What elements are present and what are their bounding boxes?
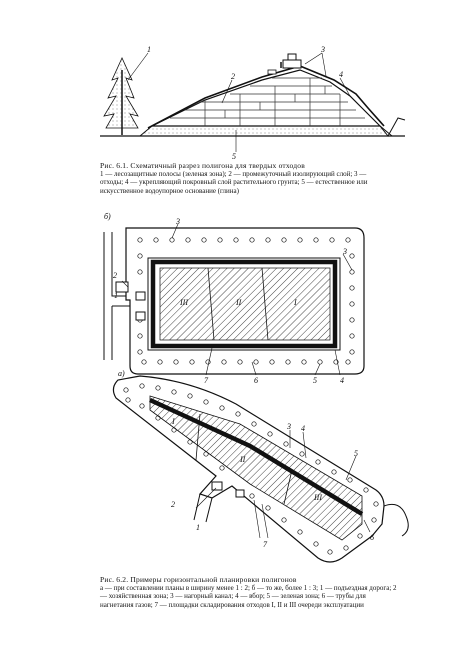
section-a-II: II bbox=[235, 298, 242, 307]
callout-1: 1 bbox=[147, 45, 151, 54]
callout-b-4: 4 bbox=[301, 424, 305, 433]
callout-b-6: 6 bbox=[370, 533, 374, 542]
figure1-caption-title: Рис. 6.1. Схематичный разрез полигона дл… bbox=[100, 161, 305, 170]
figure2-caption-title: Рис. 6.2. Примеры горизонтальной планиро… bbox=[100, 575, 297, 584]
gas-pipe-markers-b bbox=[123, 383, 379, 555]
callout-a-2: 2 bbox=[113, 271, 117, 280]
callout-a-3b: 3 bbox=[342, 247, 347, 256]
figure1-caption-text: 1 — лесозащитные полосы (зеленая зона); … bbox=[100, 170, 368, 195]
callout-b-2: 2 bbox=[171, 500, 175, 509]
section-a-III: III bbox=[179, 298, 188, 307]
panel-a-label: б) bbox=[104, 212, 111, 221]
callout-a-3: 3 bbox=[175, 217, 180, 226]
callout-a-6: 6 bbox=[254, 376, 258, 385]
callout-a-4: 4 bbox=[340, 376, 344, 385]
gas-pipe-markers bbox=[137, 237, 355, 365]
bulldozer-icon bbox=[280, 53, 302, 69]
figure2-caption-text: а — при составлении планы в ширину менее… bbox=[100, 584, 397, 609]
section-a-I: I bbox=[293, 298, 297, 307]
callout-4: 4 bbox=[339, 70, 343, 79]
access-road bbox=[103, 232, 130, 360]
callout-b-7: 7 bbox=[263, 540, 268, 549]
figure1-caption: Рис. 6.1. Схематичный разрез полигона дл… bbox=[100, 161, 390, 195]
section-b-III: III bbox=[313, 493, 322, 502]
tree-icon bbox=[103, 57, 139, 135]
callout-a-5: 5 bbox=[313, 376, 317, 385]
panel-b-label: а) bbox=[118, 369, 125, 378]
figure2b-plan: а) 3 bbox=[112, 369, 409, 563]
callout-b-3: 3 bbox=[286, 422, 291, 431]
callout-5: 5 bbox=[232, 152, 236, 161]
callout-a-1: 1 bbox=[114, 291, 118, 300]
callout-3: 3 bbox=[320, 45, 325, 54]
callout-2: 2 bbox=[231, 72, 235, 81]
callout-b-1: 1 bbox=[196, 523, 200, 532]
figure2a-plan: б) bbox=[103, 212, 365, 385]
callout-b-5: 5 bbox=[354, 449, 358, 458]
section-b-I: I bbox=[171, 417, 175, 426]
figure1-cross-section: 1 2 3 4 5 bbox=[100, 45, 406, 161]
section-b-II: II bbox=[239, 455, 246, 464]
callout-a-7: 7 bbox=[204, 376, 209, 385]
figure2-caption: Рис. 6.2. Примеры горизонтальной планиро… bbox=[100, 575, 400, 609]
